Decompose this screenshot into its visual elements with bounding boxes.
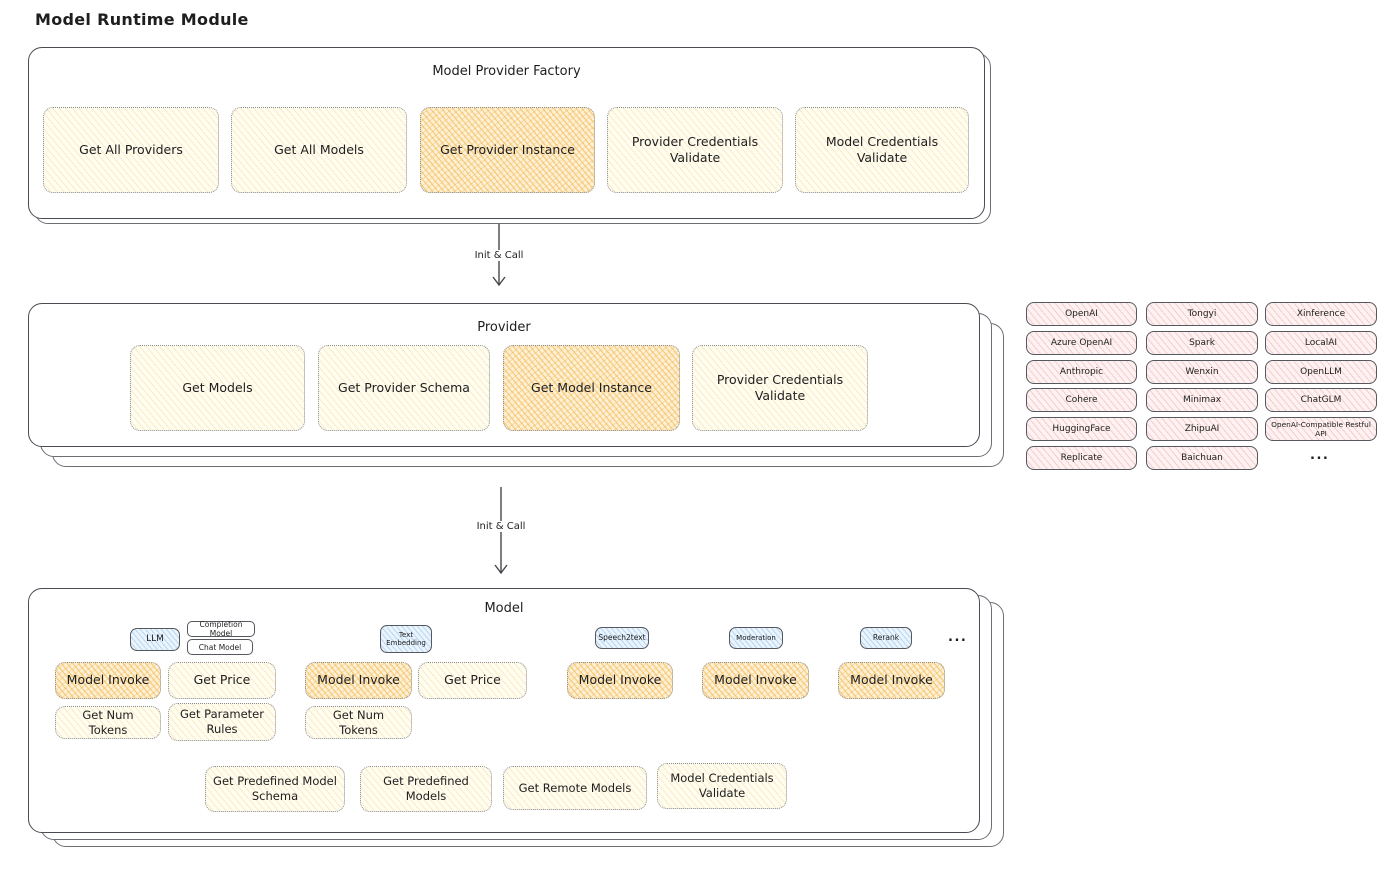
provider-pill-anthropic: Anthropic bbox=[1026, 360, 1137, 384]
arrow1-label: Init & Call bbox=[471, 250, 527, 261]
arrow-down-icon-2 bbox=[494, 487, 508, 575]
provider-pill-azure-openai: Azure OpenAI bbox=[1026, 331, 1137, 355]
provider-pill-baichuan: Baichuan bbox=[1146, 446, 1258, 470]
node-model-credentials-validate: Model Credentials Validate bbox=[795, 107, 969, 193]
provider-pill-zhipuai: ZhipuAI bbox=[1146, 417, 1258, 441]
node-get-provider-instance: Get Provider Instance bbox=[420, 107, 595, 193]
node-llm-get-parameter-rules: Get Parameter Rules bbox=[168, 703, 276, 741]
arrow2-label: Init & Call bbox=[473, 521, 529, 532]
provider-pill-cohere: Cohere bbox=[1026, 388, 1137, 412]
page-title: Model Runtime Module bbox=[35, 10, 249, 29]
provider-pill-minimax: Minimax bbox=[1146, 388, 1258, 412]
node-get-predefined-models: Get Predefined Models bbox=[360, 766, 492, 812]
tag-llm: LLM bbox=[130, 628, 180, 651]
node-get-models: Get Models bbox=[130, 345, 305, 431]
node-get-all-models: Get All Models bbox=[231, 107, 407, 193]
node-model-credentials-validate-2: Model Credentials Validate bbox=[657, 763, 787, 809]
providers-more-ellipsis: ... bbox=[1310, 448, 1330, 463]
tag-speech2text: Speech2text bbox=[595, 627, 649, 649]
provider-pill-tongyi: Tongyi bbox=[1146, 302, 1258, 326]
provider-pill-chatglm: ChatGLM bbox=[1265, 388, 1377, 412]
provider-pill-huggingface: HuggingFace bbox=[1026, 417, 1137, 441]
provider-title: Provider bbox=[477, 320, 531, 335]
node-provider-credentials-validate: Provider Credentials Validate bbox=[607, 107, 783, 193]
model-types-more-ellipsis: ... bbox=[948, 630, 968, 645]
tag-text-embedding: Text Embedding bbox=[380, 625, 432, 653]
node-get-model-instance: Get Model Instance bbox=[503, 345, 680, 431]
node-speech2text-model-invoke: Model Invoke bbox=[567, 662, 673, 699]
node-get-provider-schema: Get Provider Schema bbox=[318, 345, 490, 431]
node-llm-get-price: Get Price bbox=[168, 662, 276, 699]
provider-pill-xinference: Xinference bbox=[1265, 302, 1377, 326]
tag-moderation: Moderation bbox=[729, 627, 783, 649]
node-get-predefined-model-schema: Get Predefined Model Schema bbox=[205, 766, 345, 812]
node-rerank-model-invoke: Model Invoke bbox=[838, 662, 945, 699]
model-title: Model bbox=[484, 601, 524, 616]
tag-completion-model: Completion Model bbox=[187, 620, 255, 638]
provider-pill-localai: LocalAI bbox=[1265, 331, 1377, 355]
tag-chat-model: Chat Model bbox=[187, 639, 253, 655]
node-llm-get-num-tokens: Get Num Tokens bbox=[55, 706, 161, 739]
node-get-all-providers: Get All Providers bbox=[43, 107, 219, 193]
provider-pill-wenxin: Wenxin bbox=[1146, 360, 1258, 384]
factory-title: Model Provider Factory bbox=[432, 64, 581, 79]
tag-rerank: Rerank bbox=[860, 627, 912, 649]
node-embedding-model-invoke: Model Invoke bbox=[305, 662, 412, 699]
node-llm-model-invoke: Model Invoke bbox=[55, 662, 161, 699]
node-provider-credentials-validate-2: Provider Credentials Validate bbox=[692, 345, 868, 431]
provider-pill-replicate: Replicate bbox=[1026, 446, 1137, 470]
provider-pill-openai-compatible: OpenAI-Compatible Restful API bbox=[1265, 417, 1377, 441]
provider-pill-openllm: OpenLLM bbox=[1265, 360, 1377, 384]
node-embedding-get-num-tokens: Get Num Tokens bbox=[305, 706, 412, 739]
provider-pill-spark: Spark bbox=[1146, 331, 1258, 355]
node-get-remote-models: Get Remote Models bbox=[503, 766, 647, 810]
node-embedding-get-price: Get Price bbox=[418, 662, 527, 699]
node-moderation-model-invoke: Model Invoke bbox=[702, 662, 809, 699]
provider-pill-openai: OpenAI bbox=[1026, 302, 1137, 326]
